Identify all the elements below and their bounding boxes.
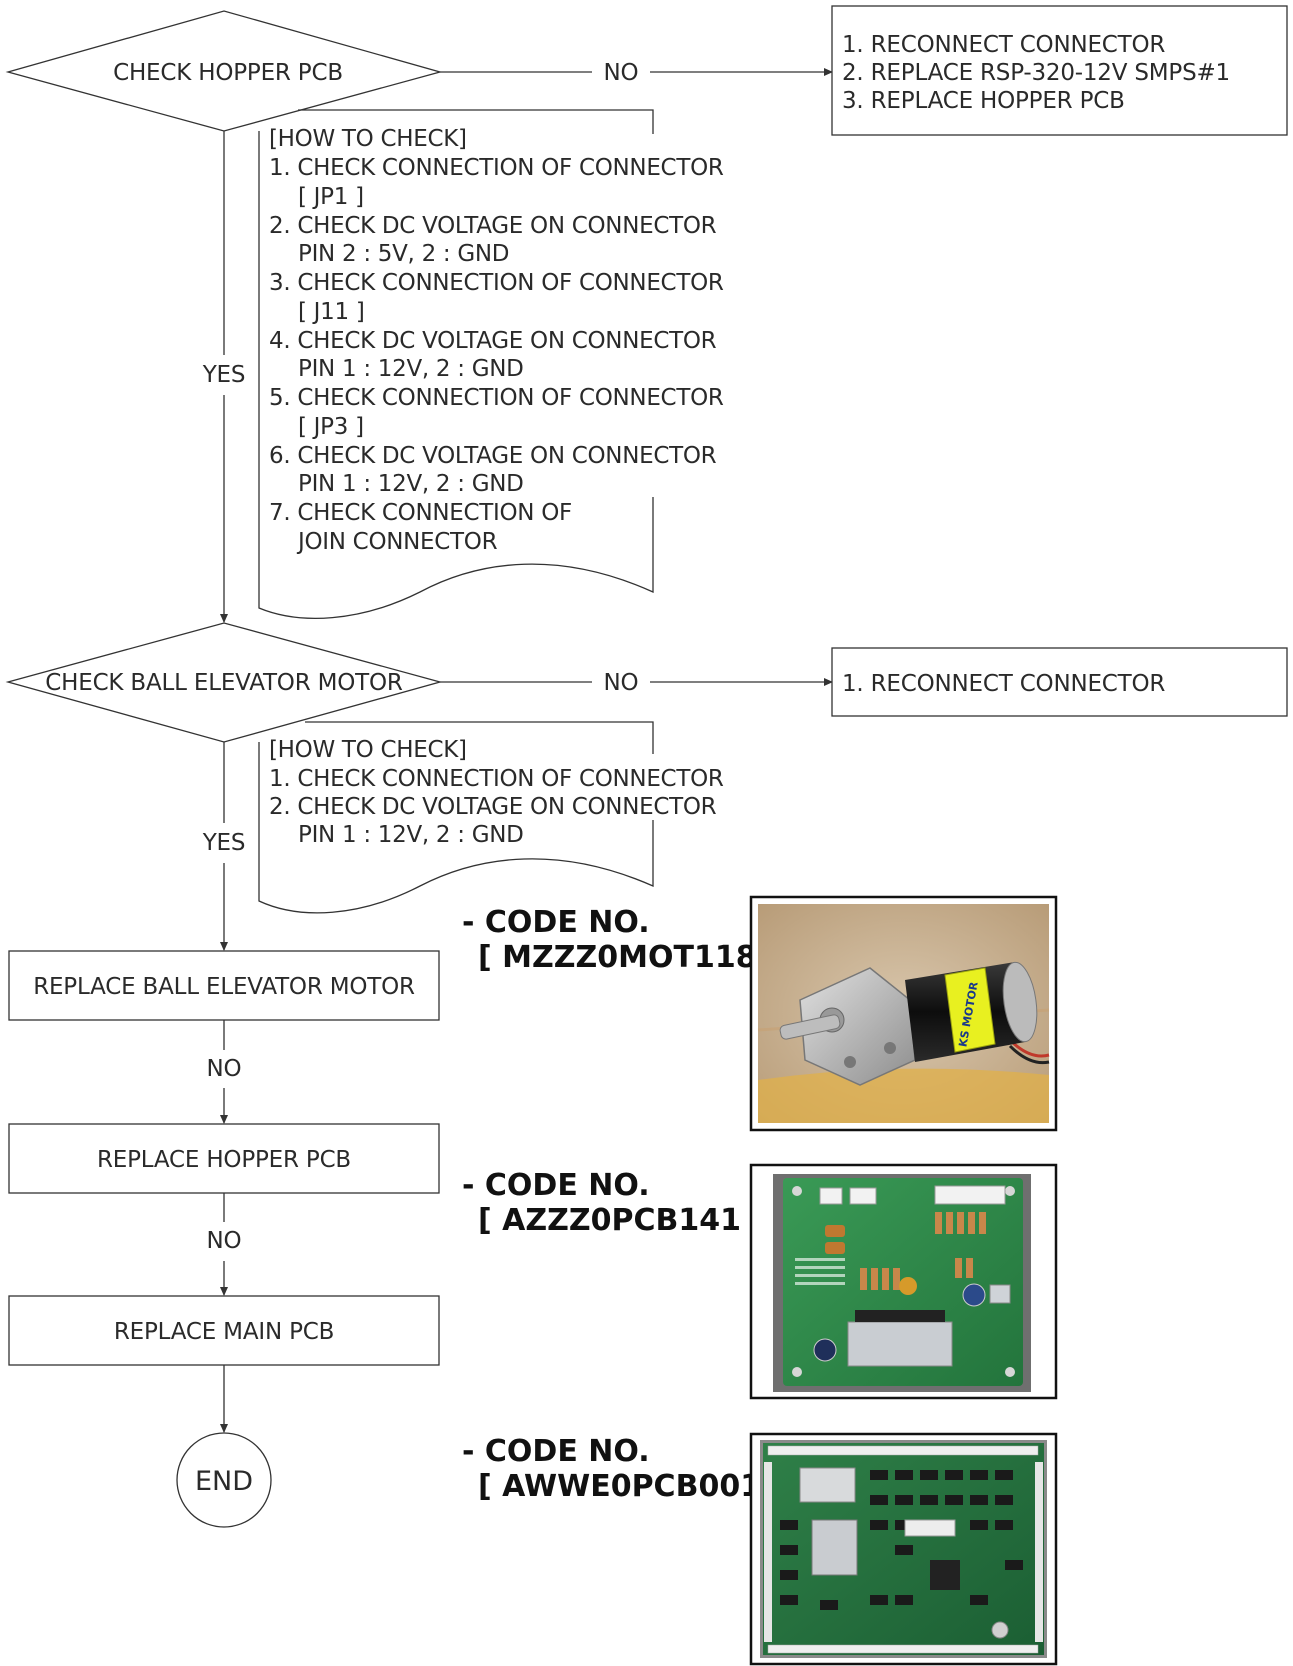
how-to-check-line: 3. CHECK CONNECTION OF CONNECTOR (269, 270, 724, 296)
how-to-check-line: 2. CHECK DC VOLTAGE ON CONNECTOR (269, 794, 717, 820)
step-replace-hopper-pcb: REPLACE HOPPER PCB (9, 1124, 439, 1193)
how-to-check-note-1: [HOW TO CHECK] 1. CHECK CONNECTION OF CO… (259, 110, 724, 618)
action-item: 1. RECONNECT CONNECTOR (842, 32, 1165, 58)
end-label: END (195, 1466, 253, 1497)
decision-label: CHECK BALL ELEVATOR MOTOR (45, 670, 403, 696)
how-to-check-line: PIN 1 : 12V, 2 : GND (298, 471, 524, 497)
how-to-check-line: JOIN CONNECTOR (296, 529, 498, 555)
step-label: REPLACE MAIN PCB (114, 1319, 334, 1345)
action-item: 2. REPLACE RSP-320-12V SMPS#1 (842, 60, 1230, 86)
dc-motor-photo: KS MOTOR (751, 897, 1056, 1130)
no-label: NO (207, 1228, 242, 1254)
code-number: [ AWWE0PCB001 ] (478, 1469, 785, 1504)
code-label-main-pcb: - CODE NO. [ AWWE0PCB001 ] (462, 1434, 785, 1504)
step-replace-ball-elevator-motor: REPLACE BALL ELEVATOR MOTOR (9, 951, 439, 1020)
how-to-check-line: [ JP3 ] (298, 414, 364, 440)
how-to-check-note-2: [HOW TO CHECK] 1. CHECK CONNECTION OF CO… (259, 722, 724, 913)
code-label-hopper-pcb: - CODE NO. [ AZZZ0PCB141 ] (462, 1168, 765, 1238)
no-label: NO (604, 670, 639, 696)
action-item: 3. REPLACE HOPPER PCB (842, 88, 1125, 114)
how-to-check-line: [HOW TO CHECK] (269, 737, 467, 763)
how-to-check-line: [ J11 ] (298, 299, 365, 325)
decision-label: CHECK HOPPER PCB (113, 60, 343, 86)
how-to-check-line: PIN 2 : 5V, 2 : GND (298, 241, 509, 267)
decision-check-hopper-pcb: CHECK HOPPER PCB (8, 11, 440, 131)
code-title: - CODE NO. (462, 1434, 650, 1469)
end-terminal: END (177, 1433, 271, 1527)
code-number: [ MZZZ0MOT118 ] (478, 940, 781, 975)
how-to-check-line: 6. CHECK DC VOLTAGE ON CONNECTOR (269, 443, 717, 469)
how-to-check-line: PIN 1 : 12V, 2 : GND (298, 822, 524, 848)
code-number: [ AZZZ0PCB141 ] (478, 1203, 765, 1238)
step-label: REPLACE HOPPER PCB (97, 1147, 351, 1173)
code-title: - CODE NO. (462, 905, 650, 940)
step-replace-main-pcb: REPLACE MAIN PCB (9, 1296, 439, 1365)
how-to-check-line: PIN 1 : 12V, 2 : GND (298, 356, 524, 382)
yes-label: YES (202, 830, 246, 856)
no-label: NO (207, 1056, 242, 1082)
no-action-box-2: 1. RECONNECT CONNECTOR (832, 648, 1287, 716)
action-item: 1. RECONNECT CONNECTOR (842, 671, 1165, 697)
how-to-check-line: 5. CHECK CONNECTION OF CONNECTOR (269, 385, 724, 411)
decision-check-ball-elevator-motor: CHECK BALL ELEVATOR MOTOR (8, 623, 440, 742)
step-label: REPLACE BALL ELEVATOR MOTOR (33, 974, 415, 1000)
how-to-check-line: 1. CHECK CONNECTION OF CONNECTOR (269, 766, 724, 792)
code-label-motor: - CODE NO. [ MZZZ0MOT118 ] (462, 905, 781, 975)
no-label: NO (604, 60, 639, 86)
how-to-check-line: 7. CHECK CONNECTION OF (269, 500, 572, 526)
how-to-check-line: [HOW TO CHECK] (269, 126, 467, 152)
how-to-check-line: [ JP1 ] (298, 184, 364, 210)
hopper-pcb-photo (751, 1165, 1056, 1398)
how-to-check-line: 2. CHECK DC VOLTAGE ON CONNECTOR (269, 213, 717, 239)
code-title: - CODE NO. (462, 1168, 650, 1203)
no-action-box-1: 1. RECONNECT CONNECTOR 2. REPLACE RSP-32… (832, 6, 1287, 135)
yes-label: YES (202, 362, 246, 388)
main-pcb-photo (751, 1434, 1056, 1664)
how-to-check-line: 4. CHECK DC VOLTAGE ON CONNECTOR (269, 328, 717, 354)
how-to-check-line: 1. CHECK CONNECTION OF CONNECTOR (269, 155, 724, 181)
